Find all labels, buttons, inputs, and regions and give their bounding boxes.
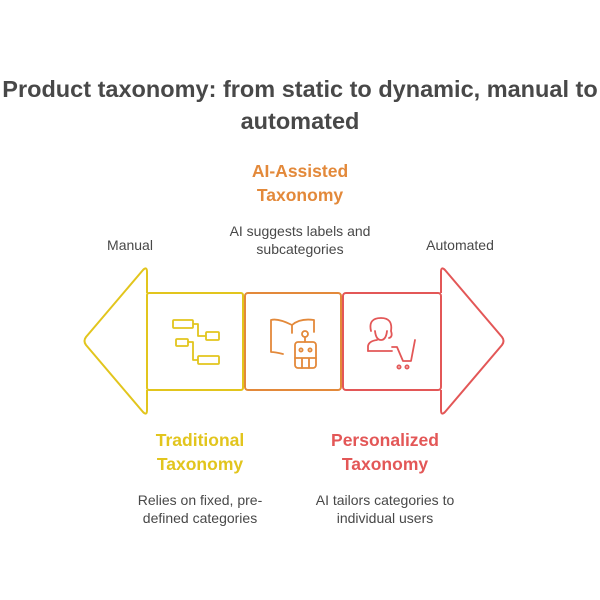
stage-heading-traditional: Traditional Taxonomy <box>155 430 245 474</box>
page-title: Product taxonomy: from static to dynamic… <box>2 76 598 134</box>
stage-box-traditional <box>146 292 244 391</box>
manual-label: Manual <box>107 237 153 253</box>
hierarchy-tree-icon <box>172 319 220 365</box>
left-arrowhead <box>83 267 148 415</box>
stage-heading-personalized: Personalized Taxonomy <box>331 430 439 474</box>
book-robot-icon <box>270 318 317 369</box>
automated-label: Automated <box>426 237 494 253</box>
stage-description-traditional: Relies on fixed, pre-defined categories <box>137 492 263 526</box>
stage-box-personalized <box>342 292 442 391</box>
stage-box-ai-assisted <box>244 292 342 391</box>
stage-heading-ai-assisted: AI-Assisted Taxonomy <box>251 161 349 205</box>
stage-description-personalized: AI tailors categories to individual user… <box>315 492 455 526</box>
stage-description-ai-assisted: AI suggests labels and subcategories <box>229 223 371 257</box>
right-arrowhead <box>440 267 505 415</box>
user-cart-icon <box>367 317 416 370</box>
